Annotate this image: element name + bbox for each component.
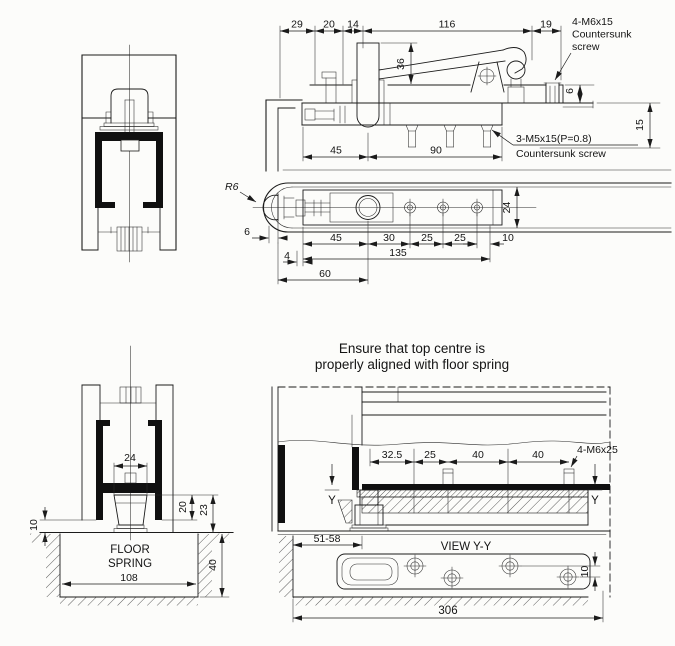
dim-116: 116 bbox=[439, 19, 456, 31]
dim-plan-135: 135 bbox=[389, 247, 407, 259]
dim-plan-6: 6 bbox=[244, 226, 250, 238]
dim-plan-45: 45 bbox=[330, 232, 342, 244]
dim-floor-20: 20 bbox=[177, 501, 189, 513]
dim-plan-25a: 25 bbox=[421, 232, 433, 244]
dim-side-32-5: 32.5 bbox=[382, 449, 403, 461]
floor-spring-side-section: Ensure that top centre is properly align… bbox=[271, 341, 618, 623]
dim-side-40b: 40 bbox=[532, 449, 544, 461]
dim-floor-10: 10 bbox=[28, 519, 40, 531]
dim-plan-25b: 25 bbox=[454, 232, 466, 244]
dim-19: 19 bbox=[540, 19, 552, 31]
dim-floor-23: 23 bbox=[198, 504, 210, 516]
hatch-cement-left bbox=[337, 499, 353, 524]
dim-floor-40: 40 bbox=[207, 559, 219, 571]
label-countersunk-top: Countersunk bbox=[572, 29, 632, 41]
dim-side-40a: 40 bbox=[472, 449, 484, 461]
hatch-ground-bottom bbox=[293, 597, 588, 606]
top-centre-side-section: 29 20 14 116 19 4-M6x15 Countersunk scre… bbox=[265, 16, 661, 172]
dim-floor-108: 108 bbox=[120, 572, 138, 584]
note-line-2: properly aligned with floor spring bbox=[315, 357, 509, 372]
hatch-right bbox=[198, 534, 212, 597]
hatch-shim bbox=[356, 489, 589, 498]
label-3m5x15: 3-M5x15(P=0.8) bbox=[516, 133, 592, 145]
dim-plan-24: 24 bbox=[501, 202, 513, 214]
section-mark-y-left: Y bbox=[328, 495, 336, 507]
dim-29: 29 bbox=[291, 19, 303, 31]
top-centre-front-view bbox=[81, 44, 177, 263]
dim-306: 306 bbox=[438, 605, 457, 617]
hatch-left bbox=[46, 534, 60, 597]
dim-14: 14 bbox=[347, 19, 359, 31]
label-spring: SPRING bbox=[108, 558, 152, 570]
dim-90: 90 bbox=[430, 145, 442, 157]
dim-plan-10: 10 bbox=[502, 232, 514, 244]
dim-side-10: 10 bbox=[579, 566, 591, 578]
dim-36: 36 bbox=[395, 58, 407, 70]
dim-6: 6 bbox=[564, 88, 576, 94]
dim-floor-24: 24 bbox=[124, 452, 136, 464]
floor-spring-front-section: 24 20 23 10 FLOOR SPRING 108 40 bbox=[28, 345, 234, 606]
note-line-1: Ensure that top centre is bbox=[339, 341, 486, 356]
label-countersunk-bottom: Countersunk screw bbox=[516, 148, 606, 160]
dim-15: 15 bbox=[634, 119, 646, 131]
hatch-ground-right bbox=[212, 533, 230, 543]
plate-holes bbox=[404, 198, 483, 217]
hatch-bottom bbox=[60, 597, 198, 606]
section-mark-y-right: Y bbox=[591, 495, 599, 507]
dim-20: 20 bbox=[323, 19, 335, 31]
dim-plan-4: 4 bbox=[284, 250, 290, 262]
label-view-yy: VIEW Y-Y bbox=[441, 541, 492, 553]
dim-plan-30: 30 bbox=[383, 232, 395, 244]
dim-plan-60: 60 bbox=[319, 268, 331, 280]
dim-side-25: 25 bbox=[424, 449, 436, 461]
hatch-cement bbox=[361, 496, 589, 514]
dim-45: 45 bbox=[330, 145, 342, 157]
label-r6: R6 bbox=[225, 181, 239, 193]
m5-screws bbox=[405, 124, 494, 148]
plate-holes-yy bbox=[403, 554, 580, 589]
hatch-ground-left bbox=[30, 533, 46, 543]
label-screw-top: screw bbox=[572, 41, 600, 53]
top-rail-plan-view: R6 6 45 30 25 25 10 4 135 bbox=[225, 169, 672, 285]
label-4m6x15: 4-M6x15 bbox=[572, 16, 613, 28]
label-4m6x25: 4-M6x25 bbox=[577, 444, 618, 456]
hatch-ground-wall bbox=[279, 536, 293, 597]
label-floor: FLOOR bbox=[110, 544, 150, 556]
dim-51-58: 51-58 bbox=[314, 533, 341, 545]
